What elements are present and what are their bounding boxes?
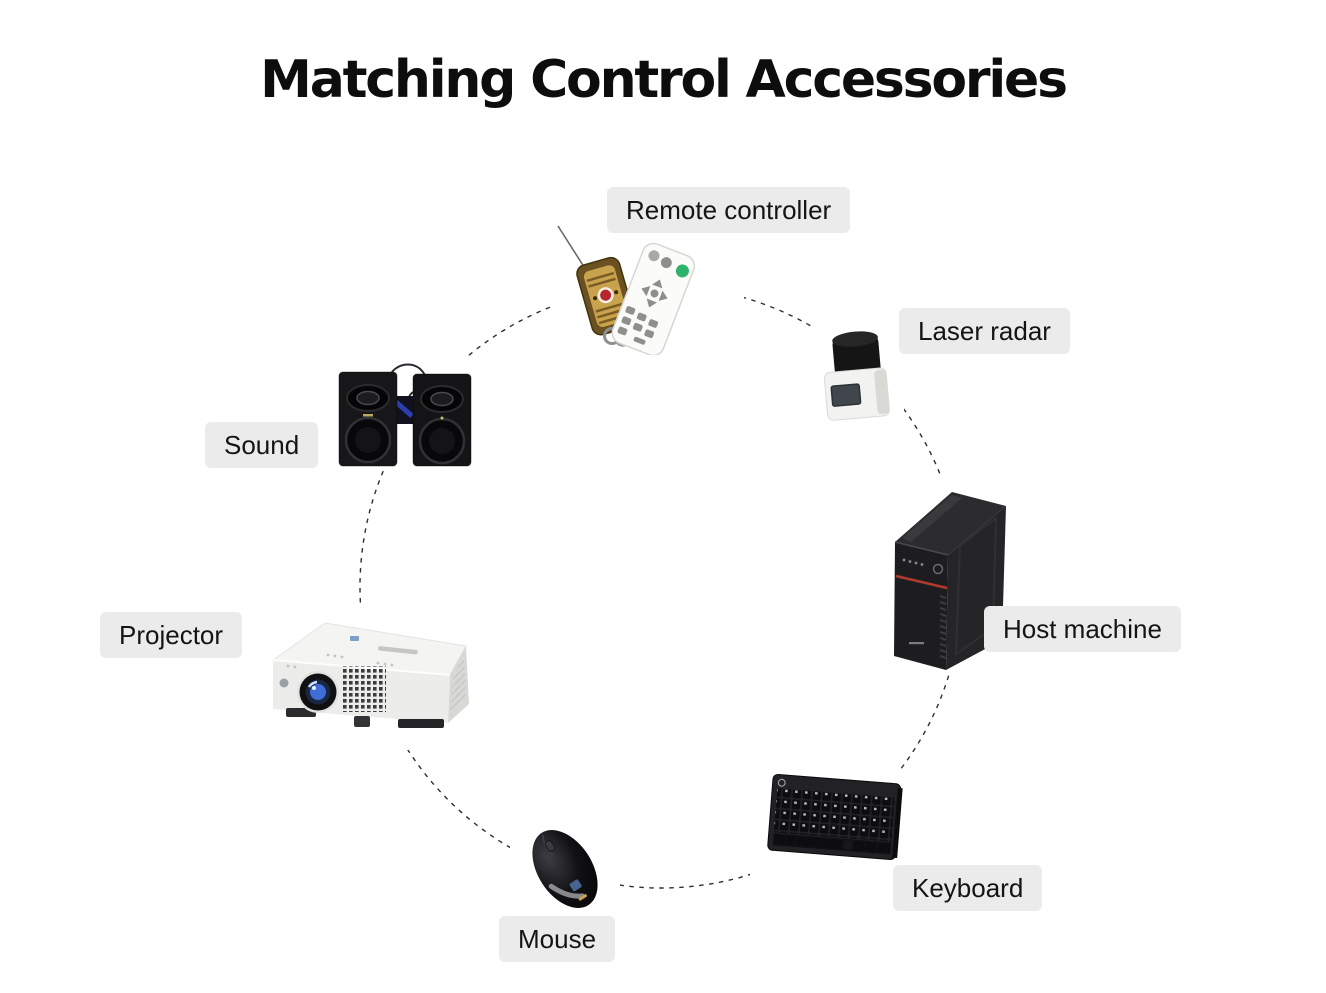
projector-body: [271, 622, 469, 728]
keyboard-image: [750, 770, 945, 882]
label-mouse: Mouse: [499, 916, 616, 962]
left-speaker: [338, 371, 398, 467]
label-sound: Sound: [205, 422, 319, 468]
right-speaker: [412, 373, 472, 467]
radar-base-cube: [823, 367, 890, 421]
remote-controller-image: [552, 220, 744, 355]
label-remote-controller: Remote controller: [607, 187, 851, 233]
label-projector: Projector: [100, 612, 243, 658]
label-keyboard: Keyboard: [893, 865, 1043, 911]
label-laser-radar: Laser radar: [899, 308, 1070, 354]
laser-radar-image: [812, 326, 904, 422]
label-host-machine: Host machine: [984, 606, 1181, 652]
mouse-image: [510, 820, 620, 918]
sound-image: [333, 356, 477, 470]
mouse-body: [532, 830, 598, 908]
keyboard-body: [767, 773, 903, 861]
projector-image: [258, 608, 503, 750]
projector-vent-grid: [342, 666, 386, 712]
page-title: Matching Control Accessories: [260, 50, 1068, 110]
antenna: [557, 225, 587, 271]
white-remote: [611, 242, 696, 355]
projector-lens: [297, 671, 339, 713]
